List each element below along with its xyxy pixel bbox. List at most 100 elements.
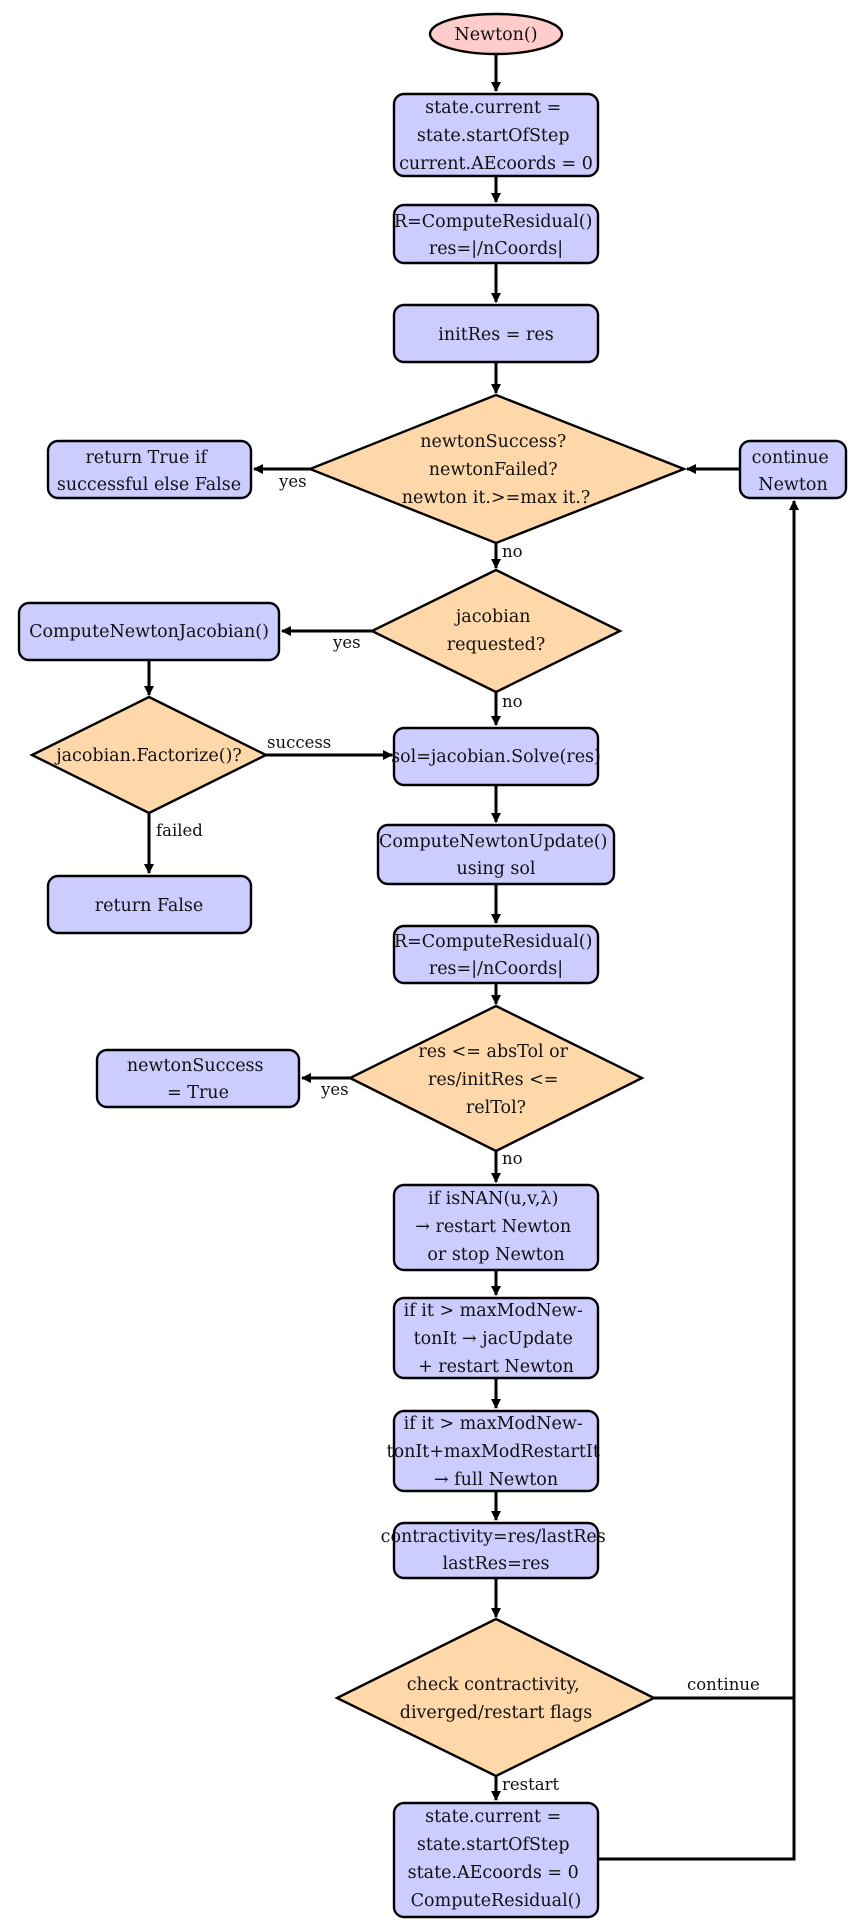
svg-text:Newton(): Newton() bbox=[454, 25, 537, 45]
edge-label-no-check: no bbox=[502, 542, 523, 561]
jacobian-requested-diamond: jacobian requested? bbox=[369, 568, 623, 694]
tolerance-check-line-1: res <= absTol or bbox=[418, 1042, 568, 1062]
edge-label-continue: continue bbox=[687, 1675, 760, 1694]
newton-success-box: newtonSuccess = True bbox=[95, 1048, 301, 1109]
factorize-diamond: jacobian.Factorize()? bbox=[29, 695, 269, 815]
svg-text:jacobian.Factorize()?: jacobian.Factorize()? bbox=[54, 746, 242, 766]
svg-text:R=ComputeResidual() res=: R=ComputeResidual() res=|/nCoords| bbox=[394, 212, 598, 259]
residual-1-line-2: res=|/nCoords| bbox=[429, 239, 563, 259]
solve-box: sol=jacobian.Solve(res) bbox=[391, 726, 601, 787]
mod-newton-line-2: tonIt → jacUpdate bbox=[414, 1329, 573, 1349]
init-state-box: state.current = state.startOfStep curren… bbox=[392, 92, 600, 178]
svg-text:res <= absTol or res/ini: res <= absTol or res/initRes <= relTol? bbox=[418, 1042, 573, 1118]
edge-label-yes-jacobian: yes bbox=[332, 633, 361, 652]
edge-restart-loop bbox=[598, 1698, 796, 1861]
edge-check-continue-loop bbox=[654, 500, 799, 1700]
svg-text:state.current = state.st: state.current = state.startOfStep curren… bbox=[399, 98, 593, 174]
compute-residual-box-1: R=ComputeResidual() res=|/nCoords| bbox=[392, 203, 600, 265]
start-label: Newton() bbox=[454, 25, 537, 45]
edge-label-yes-return: yes bbox=[278, 472, 307, 491]
edge-label-failed: failed bbox=[156, 821, 203, 840]
svg-text:contractivity=res/lastRes: contractivity=res/lastRes lastRes=res bbox=[381, 1527, 612, 1574]
return-result-line-2: successful else False bbox=[57, 475, 241, 495]
edge-label-yes-tolerance: yes bbox=[320, 1080, 349, 1099]
mod-newton-line-3: + restart Newton bbox=[418, 1357, 574, 1377]
svg-text:check contractivity, div: check contractivity, diverged/restart fl… bbox=[400, 1675, 593, 1723]
svg-text:ComputeNewtonUpdate() us: ComputeNewtonUpdate() using sol bbox=[379, 832, 613, 879]
solve-label: sol=jacobian.Solve(res) bbox=[391, 747, 601, 767]
svg-text:newtonSuccess = True: newtonSuccess = True bbox=[127, 1056, 269, 1103]
continue-newton-box: continue Newton bbox=[738, 439, 848, 500]
newton-update-line-1: ComputeNewtonUpdate() bbox=[379, 832, 608, 852]
init-state-line-2: state.startOfStep bbox=[417, 126, 570, 146]
init-res-box: initRes = res bbox=[392, 303, 600, 364]
edge-label-restart: restart bbox=[502, 1775, 559, 1794]
svg-text:jacobian requested?: jacobian requested? bbox=[447, 607, 546, 655]
nan-check-line-2: → restart Newton bbox=[415, 1217, 571, 1237]
full-newton-check-box: if it > maxModNew- tonIt+maxModRestartIt… bbox=[387, 1409, 606, 1493]
svg-text:if isNAN(u,v,λ) → restar: if isNAN(u,v,λ) → restart Newton or stop… bbox=[415, 1189, 576, 1265]
svg-text:R=ComputeResidual() res=: R=ComputeResidual() res=|/nCoords| bbox=[394, 932, 598, 979]
nan-check-line-1: if isNAN(u,v,λ) bbox=[428, 1189, 558, 1209]
nan-check-box: if isNAN(u,v,λ) → restart Newton or stop… bbox=[392, 1183, 600, 1272]
edge-labels: yes no yes no success failed yes no cont… bbox=[156, 472, 760, 1794]
newton-success-line-2: = True bbox=[167, 1083, 229, 1103]
continue-newton-line-1: continue bbox=[752, 448, 829, 468]
compute-jacobian-box: ComputeNewtonJacobian() bbox=[17, 601, 281, 662]
newton-check-diamond: newtonSuccess? newtonFailed? newton it.>… bbox=[306, 393, 688, 545]
edge-label-success: success bbox=[267, 733, 331, 752]
tolerance-check-line-3: relTol? bbox=[466, 1098, 526, 1118]
svg-text:if it > maxModNew- tonIt: if it > maxModNew- tonIt+maxModRestartIt… bbox=[387, 1414, 606, 1490]
compute-jacobian-label: ComputeNewtonJacobian() bbox=[29, 622, 269, 642]
svg-text:state.current = state.st: state.current = state.startOfStep state.… bbox=[408, 1807, 585, 1911]
newton-check-line-3: newton it.>=max it.? bbox=[402, 488, 591, 508]
tolerance-check-diamond: res <= absTol or res/initRes <= relTol? bbox=[347, 1004, 645, 1153]
contractivity-line-2: lastRes=res bbox=[443, 1554, 550, 1574]
compute-residual-box-2: R=ComputeResidual() res=|/nCoords| bbox=[392, 924, 600, 985]
full-newton-line-2: tonIt+maxModRestartIt bbox=[387, 1442, 600, 1462]
svg-text:return True if successfu: return True if successful else False bbox=[57, 448, 241, 495]
newton-success-line-1: newtonSuccess bbox=[127, 1056, 264, 1076]
init-res-label: initRes = res bbox=[438, 325, 554, 345]
return-false-label: return False bbox=[95, 896, 204, 916]
return-result-line-1: return True if bbox=[85, 448, 208, 468]
contractivity-check-diamond: check contractivity, diverged/restart fl… bbox=[334, 1617, 657, 1778]
newton-update-line-2: using sol bbox=[457, 859, 536, 879]
edges bbox=[144, 54, 799, 1861]
edge-label-no-jacobian: no bbox=[502, 692, 523, 711]
mod-newton-line-1: if it > maxModNew- bbox=[404, 1301, 583, 1321]
restart-state-line-3: state.AEcoords = 0 bbox=[408, 1863, 579, 1883]
edge-label-no-tolerance: no bbox=[502, 1149, 523, 1168]
residual-2-line-2: res=|/nCoords| bbox=[429, 959, 563, 979]
restart-state-line-1: state.current = bbox=[425, 1807, 561, 1827]
full-newton-line-1: if it > maxModNew- bbox=[404, 1414, 583, 1434]
full-newton-line-3: → full Newton bbox=[434, 1470, 558, 1490]
svg-text:newtonSuccess? newtonFai: newtonSuccess? newtonFailed? newton it.>… bbox=[402, 432, 591, 508]
contractivity-line-1: contractivity=res/lastRes bbox=[381, 1527, 606, 1547]
contractivity-check-line-2: diverged/restart flags bbox=[400, 1703, 593, 1723]
svg-text:ComputeNewtonJacobian(): ComputeNewtonJacobian() bbox=[29, 622, 269, 642]
init-state-line-1: state.current = bbox=[425, 98, 561, 118]
return-result-box: return True if successful else False bbox=[46, 439, 253, 500]
nan-check-line-3: or stop Newton bbox=[427, 1245, 564, 1265]
restart-state-line-4: ComputeResidual() bbox=[411, 1891, 582, 1911]
svg-text:initRes = res: initRes = res bbox=[438, 325, 554, 345]
restart-state-box: state.current = state.startOfStep state.… bbox=[392, 1801, 600, 1919]
svg-text:if it > maxModNew- tonIt: if it > maxModNew- tonIt → jacUpdate + r… bbox=[404, 1301, 589, 1377]
svg-text:return False: return False bbox=[95, 896, 204, 916]
init-state-line-3: current.AEcoords = 0 bbox=[399, 154, 593, 174]
continue-newton-line-2: Newton bbox=[758, 475, 828, 495]
mod-newton-check-box: if it > maxModNew- tonIt → jacUpdate + r… bbox=[392, 1296, 600, 1380]
jacobian-requested-line-1: jacobian bbox=[454, 607, 531, 627]
factorize-label: jacobian.Factorize()? bbox=[54, 746, 242, 766]
newton-update-box: ComputeNewtonUpdate() using sol bbox=[376, 823, 616, 886]
tolerance-check-line-2: res/initRes <= bbox=[428, 1070, 559, 1090]
residual-2-line-1: R=ComputeResidual() bbox=[394, 932, 593, 952]
newton-check-line-1: newtonSuccess? bbox=[420, 432, 566, 452]
residual-1-line-1: R=ComputeResidual() bbox=[394, 212, 593, 232]
start-node: Newton() bbox=[428, 12, 564, 56]
contractivity-box: contractivity=res/lastRes lastRes=res bbox=[381, 1521, 612, 1580]
newton-check-line-2: newtonFailed? bbox=[429, 460, 558, 480]
jacobian-requested-line-2: requested? bbox=[447, 635, 546, 655]
